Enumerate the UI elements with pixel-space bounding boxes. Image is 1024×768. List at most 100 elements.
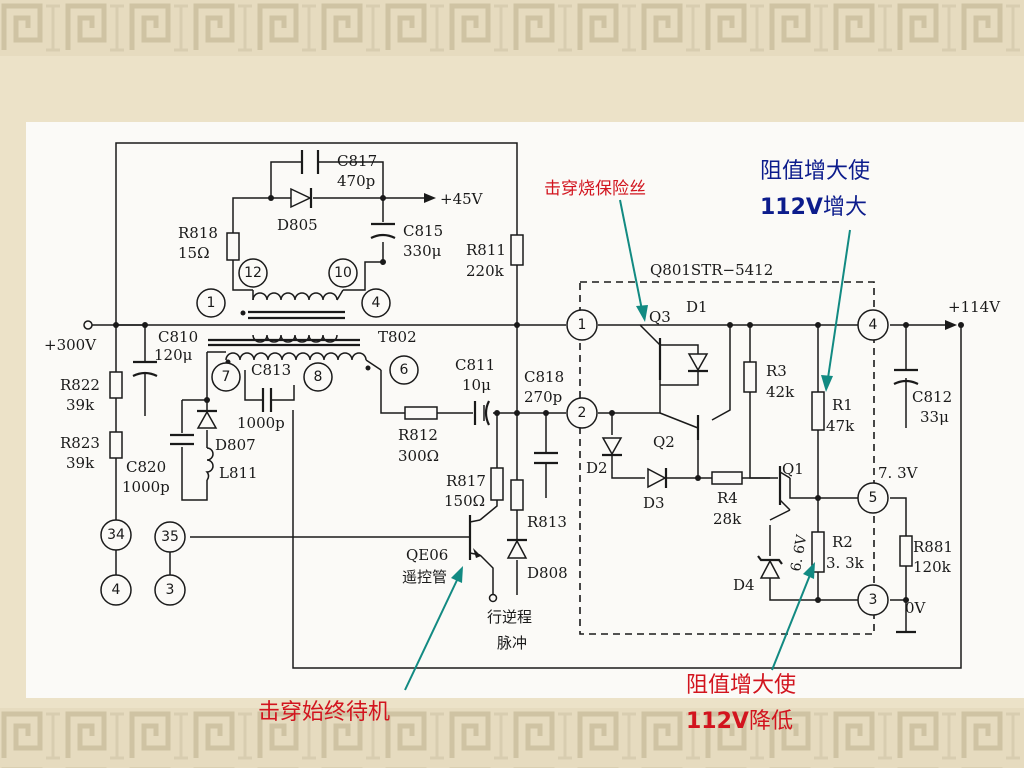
transformer-t802 [208, 289, 382, 371]
svg-text:2: 2 [578, 405, 587, 421]
value-c817: 470p [337, 172, 375, 190]
svg-text:12: 12 [244, 265, 262, 281]
label-l811: L811 [219, 464, 258, 482]
label-r823: R823 [60, 434, 100, 452]
resistor-r1 [811, 391, 825, 431]
transformer-pin-6 [389, 355, 419, 385]
label-pulse-line2: 脉冲 [497, 634, 527, 652]
label-d805: D805 [277, 216, 318, 234]
value-c815: 330μ [403, 242, 442, 260]
pin-4 [857, 309, 889, 341]
value-r818: 15Ω [178, 244, 210, 262]
resistor-r818 [226, 232, 240, 261]
label-c811: C811 [455, 356, 495, 374]
arrow-45v-icon [424, 193, 436, 203]
transistor-q1 [778, 466, 791, 511]
value-r4: 28k [713, 510, 742, 528]
label-7v3: 7. 3V [878, 464, 919, 482]
annotation-fuse: 击穿烧保险丝 [544, 179, 646, 199]
connector-pin-4 [100, 574, 132, 606]
inductor-l811 [205, 447, 214, 481]
annotation-arrows [404, 199, 851, 691]
resistor-r4 [711, 471, 743, 485]
svg-text:35: 35 [161, 529, 179, 545]
value-r817: 150Ω [444, 492, 485, 510]
resistor-r811 [510, 234, 524, 266]
label-0v: 0V [905, 599, 927, 617]
transistor-qe06 [468, 515, 481, 560]
junction-dots [113, 195, 964, 603]
label-t802: T802 [378, 328, 417, 346]
pin-2 [566, 397, 598, 429]
diode-d808 [506, 538, 528, 559]
label-r2: R2 [832, 533, 853, 551]
label-q1: Q1 [782, 460, 804, 478]
transformer-pin-1 [196, 288, 226, 318]
label-c820: C820 [126, 458, 166, 476]
transformer-pin-8 [303, 362, 333, 392]
capacitor-c811 [473, 400, 490, 426]
value-r2: 3. 3k [826, 554, 865, 572]
ic-boundary [579, 281, 875, 635]
value-r881: 120k [913, 558, 952, 576]
label-plus45v: +45V [440, 190, 484, 208]
label-plus300v: +300V [44, 336, 97, 354]
value-c811: 10μ [462, 376, 491, 394]
label-q2: Q2 [653, 433, 675, 451]
value-r823: 39k [66, 454, 95, 472]
label-6v6: 6. 6V [788, 533, 810, 573]
annotation-increase-line2: 112V增大 [760, 195, 867, 220]
label-c815: C815 [403, 222, 443, 240]
label-r822: R822 [60, 376, 100, 394]
diode-d2 [601, 437, 623, 457]
transistor-q3 [658, 338, 680, 380]
decorative-border-top [0, 0, 1024, 56]
label-plus114v: +114V [948, 298, 1001, 316]
pin-markers: 1 2 4 5 3 1 4 12 10 7 8 6 34 35 4 3 [100, 258, 889, 616]
wires [92, 142, 962, 669]
diode-d805 [290, 187, 313, 209]
pin-5 [857, 482, 889, 514]
capacitor-c820 [170, 433, 194, 446]
label-d2: D2 [586, 459, 608, 477]
label-pulse-line1: 行逆程 [487, 608, 532, 626]
label-r3: R3 [766, 362, 787, 380]
resistor-r823 [109, 431, 123, 459]
resistor-r822 [109, 371, 123, 399]
circuit-diagram: Q801STR−5412 C817 470p D805 +45V C815 33… [26, 122, 1024, 698]
resistor-r817 [490, 467, 504, 501]
label-d808: D808 [527, 564, 568, 582]
svg-text:4: 4 [112, 582, 121, 598]
terminal-plus300v [83, 320, 93, 330]
label-r811: R811 [466, 241, 506, 259]
desc-qe06: 遥控管 [402, 568, 447, 586]
svg-text:1: 1 [207, 295, 216, 311]
resistor-r3 [743, 361, 757, 393]
svg-text:3: 3 [869, 592, 878, 608]
diode-d1 [687, 353, 709, 373]
diode-d4 [757, 555, 783, 579]
diode-d807 [196, 409, 218, 429]
capacitor-c818 [534, 451, 558, 465]
label-c817: C817 [337, 152, 377, 170]
label-d4: D4 [733, 576, 755, 594]
terminal-pulse [488, 593, 498, 603]
value-c818: 270p [524, 388, 562, 406]
transformer-pin-10 [328, 258, 358, 288]
value-r812: 300Ω [398, 447, 439, 465]
svg-text:3: 3 [166, 582, 175, 598]
label-qe06: QE06 [406, 546, 448, 564]
value-c810: 120μ [154, 346, 193, 364]
pin-1 [566, 309, 598, 341]
label-c813: C813 [251, 361, 291, 379]
value-c813: 1000p [237, 414, 285, 432]
value-c820: 1000p [122, 478, 170, 496]
label-d807: D807 [215, 436, 256, 454]
capacitor-c817 [300, 150, 320, 174]
resistor-r881 [899, 535, 913, 567]
svg-text:4: 4 [372, 295, 381, 311]
svg-text:8: 8 [314, 369, 323, 385]
label-r1: R1 [832, 396, 853, 414]
label-r881: R881 [913, 538, 953, 556]
label-d1: D1 [686, 298, 708, 316]
